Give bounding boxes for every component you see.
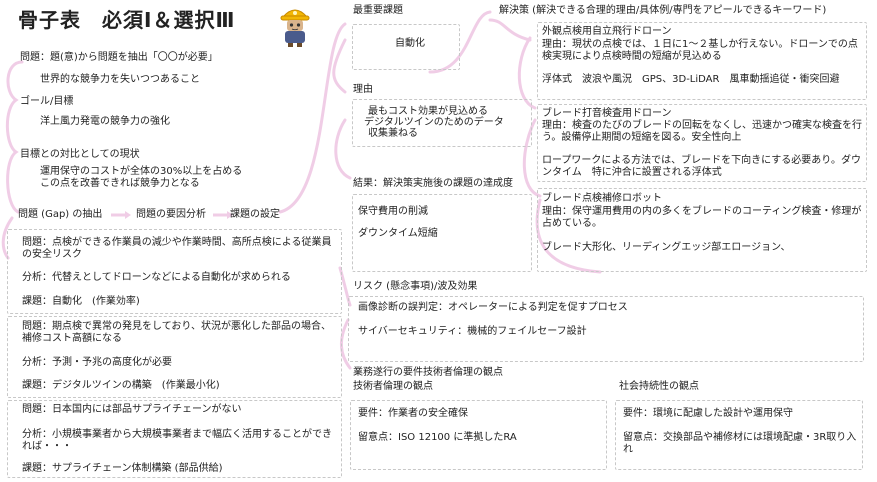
issue-3-problem: 問題：日本国内には部品サプライチェーンがない	[22, 404, 242, 415]
solution-box-3	[537, 188, 867, 272]
arrow-right-icon	[111, 211, 131, 219]
issue-1-analysis: 分析：代替えとしてドローンなどによる自動化が求められる	[22, 272, 291, 283]
ethics-label: 業務遂行の要件技術者倫理の観点	[353, 367, 503, 378]
top-issue-text: 自動化	[395, 38, 425, 49]
engineer-requirement: 要件：作業者の安全確保	[358, 408, 468, 419]
solution-box-1	[537, 22, 867, 100]
connector-top-to-reason	[332, 38, 347, 94]
arrow-right-icon	[213, 211, 233, 219]
solution-2-title: ブレード打音検査用ドローン	[542, 108, 672, 119]
engineer-ethics-box	[350, 400, 607, 470]
issue-2-task: 課題：デジタルツインの構築 (作業最小化)	[22, 380, 220, 391]
result-label: 結果：解決策実施後の課題の達成度	[353, 178, 513, 189]
current-text-1: 運用保守のコストが全体の30%以上を占める	[40, 166, 243, 177]
issue-3-task: 課題：サプライチェーン体制構築 (部品供給)	[22, 463, 223, 474]
issue-2-analysis: 分析：予測・予兆の高度化が必要	[22, 357, 172, 368]
issue-1-problem: 問題：点検ができる作業員の減少や作業時間、高所点検による従業員の安全リスク	[22, 237, 332, 260]
reason-label: 理由	[353, 84, 373, 95]
flow-step-task: 課題の設定	[230, 209, 280, 220]
solution-3-title: ブレード点検補修ロボット	[542, 193, 662, 204]
top-issue-box	[352, 24, 460, 70]
goal-text: 洋上風力発電の競争力の強化	[40, 116, 170, 127]
issue-3-analysis: 分析：小規模事業者から大規模事業者まで幅広く活用することができれば・・・	[22, 429, 332, 452]
top-issue-label: 最重要課題	[353, 5, 403, 16]
flow-step-gap: 問題 (Gap) の抽出	[18, 209, 103, 220]
connector-sol1	[488, 18, 532, 42]
connector-sol2	[517, 36, 537, 110]
risk-label: リスク (懸念事項)/波及効果	[353, 281, 478, 292]
issue-1-task: 課題：自動化 (作業効率)	[22, 296, 140, 307]
problem-extract-sub: 世界的な競争力を失いつつあること	[40, 74, 200, 85]
solution-1-reason: 理由：現状の点検では、１日に1～２基しか行えない。ドローンでの点検実現により点検…	[542, 39, 858, 62]
problem-extract: 問題：題(意)から問題を抽出「〇〇が必要」	[20, 52, 218, 63]
connector-sol3	[522, 118, 542, 198]
worker-mascot-icon	[280, 9, 310, 47]
solution-2-reason: 理由：検査のたびのブレードの回転をなくし、迅速かつ確実な検査を行う。設備停止期間…	[542, 120, 862, 143]
solution-label: 解決策 (解決できる合理的理由/具体例/専門をアピールできるキーワード)	[499, 5, 827, 16]
page-title: 骨子表 必須Ⅰ＆選択Ⅲ	[18, 8, 236, 32]
result-box	[352, 194, 532, 272]
current-label: 目標との対比としての現状	[20, 149, 140, 160]
risk-item-2: サイバーセキュリティ：機械的フェイルセーフ設計	[358, 326, 587, 337]
flow-step-analysis: 問題の要因分析	[136, 209, 206, 220]
result-text-2: ダウンタイム短縮	[358, 228, 438, 239]
connector-reason-to-result	[334, 118, 352, 180]
solution-1-title: 外観点検用自立飛行ドローン	[542, 26, 672, 37]
solution-box-2	[537, 104, 867, 182]
connector-left-spine	[5, 60, 24, 214]
goal-label: ゴール/目標	[20, 96, 74, 107]
engineer-ethics-label: 技術者倫理の観点	[353, 381, 433, 392]
connector-flow-to-issues	[1, 216, 14, 260]
connector-flow-to-top	[278, 22, 347, 214]
solution-2-note: ロープワークによる方法では、ブレードを下向きにする必要あり。ダウンタイム 特に沖…	[542, 155, 861, 178]
risk-box	[348, 296, 864, 362]
risk-item-1: 画像診断の誤判定：オペレーターによる判定を促すプロセス	[358, 302, 628, 313]
current-text-2: この点を改善できれば競争力となる	[40, 178, 200, 189]
reason-text-2: デジタルツインのためのデータ	[364, 117, 504, 128]
issue-box-2	[7, 316, 342, 398]
result-text-1: 保守費用の削減	[358, 206, 428, 217]
engineer-note: 留意点：ISO 12100 に準拠したRA	[358, 432, 517, 443]
solution-1-note: 浮体式 波浪や風況 GPS、3D-LiDAR 風車動揺追従・衝突回避	[542, 74, 840, 85]
issue-box-1	[7, 229, 342, 314]
reason-box	[352, 99, 532, 147]
issue-box-3	[7, 400, 342, 478]
issue-2-problem: 問題：期点検で異常の発見をしており、状況が悪化した部品の場合、補修コスト高額にな…	[22, 321, 331, 344]
solution-3-reason: 理由：保守運用費用の内の多くをブレードのコーティング検査・修理が占めている。	[542, 206, 862, 229]
solution-3-note: ブレード大形化、リーディングエッジ部エロージョン、	[542, 242, 791, 253]
reason-text-3: 収集兼ねる	[368, 128, 418, 139]
connector-top-to-solutions	[428, 10, 492, 74]
social-box	[615, 400, 863, 470]
social-note: 留意点：交換部品や補修材には環境配慮・3R取り入れ	[623, 432, 857, 455]
reason-text-1: 最もコスト効果が見込める	[368, 106, 488, 117]
social-requirement: 要件：環境に配慮した設計や運用保守	[623, 408, 793, 419]
social-label: 社会持続性の観点	[619, 381, 699, 392]
